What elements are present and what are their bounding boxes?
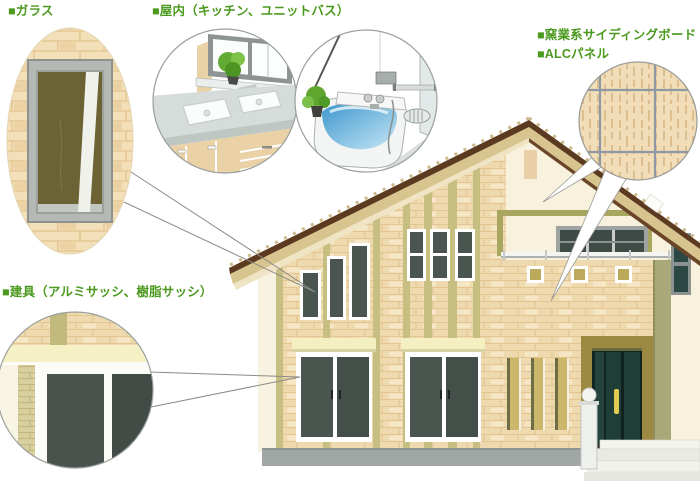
towel-bar — [392, 84, 437, 91]
slit-window-3 — [555, 358, 569, 430]
narrow-window-1 — [300, 270, 321, 320]
sliding-door-2 — [405, 352, 481, 442]
sliding-door-1 — [296, 352, 372, 442]
slit-window-1 — [507, 358, 521, 430]
sink-1 — [182, 98, 232, 126]
label-alc-panel: ■ALCパネル — [537, 47, 610, 61]
upper-window-1 — [407, 229, 426, 281]
balcony-railing — [501, 250, 671, 261]
glass-leader-line-2 — [123, 201, 316, 293]
post-lamp — [581, 387, 597, 403]
bath-stool — [419, 142, 437, 165]
upper-window-3 — [455, 229, 475, 281]
gate-post — [579, 387, 599, 470]
tower-side-face — [653, 260, 671, 448]
sash-panel-1 — [47, 374, 104, 468]
slit-window-2 — [531, 358, 545, 430]
tub-deck — [335, 91, 407, 111]
narrow-window-2 — [327, 256, 346, 320]
siding-joint-lines — [579, 62, 697, 180]
brick-column — [18, 365, 35, 468]
leader-lines — [123, 169, 316, 409]
square-window-2 — [571, 266, 588, 283]
fittings-leader-line-2 — [145, 376, 301, 409]
shower-hose — [387, 99, 395, 155]
upper-window-2 — [430, 229, 450, 281]
square-window-1 — [527, 266, 544, 283]
bath-control-panel — [375, 71, 397, 85]
siding-callout — [578, 61, 698, 181]
foundation — [262, 448, 610, 466]
bath-callout — [294, 29, 438, 173]
lintel-band — [0, 345, 153, 365]
label-indoor: ■屋内（キッチン、ユニットバス） — [152, 4, 350, 18]
olive-pilasters — [276, 130, 480, 452]
sash-callout — [0, 311, 154, 469]
shower-wall-panel — [419, 41, 437, 141]
house-illustration — [229, 116, 700, 481]
bath-water — [322, 103, 397, 150]
roof-left — [229, 116, 530, 290]
label-siding-board: ■窯業系サイディングボード — [537, 28, 697, 42]
entrance-steps — [584, 439, 700, 481]
bath-drain-cover — [403, 108, 431, 124]
roof-vent — [643, 193, 664, 213]
glass-callout — [6, 27, 134, 255]
kitchen-plant — [218, 52, 245, 85]
kitchen-callout — [152, 28, 298, 174]
entrance-side-panel — [595, 352, 604, 444]
label-fittings: ■建具（アルミサッシ、樹脂サッシ） — [2, 285, 213, 299]
sink-2 — [237, 90, 282, 114]
square-window-3 — [615, 266, 632, 283]
gable-vent — [524, 150, 537, 179]
bath-plant — [302, 86, 330, 117]
sash-panel-2 — [112, 374, 153, 468]
awning-2 — [401, 338, 485, 352]
fittings-leader-line-1 — [149, 371, 301, 378]
sash-window — [35, 363, 153, 468]
label-glass: ■ガラス — [8, 4, 54, 18]
door-handle — [614, 389, 619, 414]
bathtub — [313, 97, 408, 169]
glass-reflection — [78, 72, 99, 212]
glass-leader-line-1 — [127, 169, 316, 293]
narrow-window-3 — [349, 243, 370, 320]
awning-1 — [292, 338, 376, 352]
